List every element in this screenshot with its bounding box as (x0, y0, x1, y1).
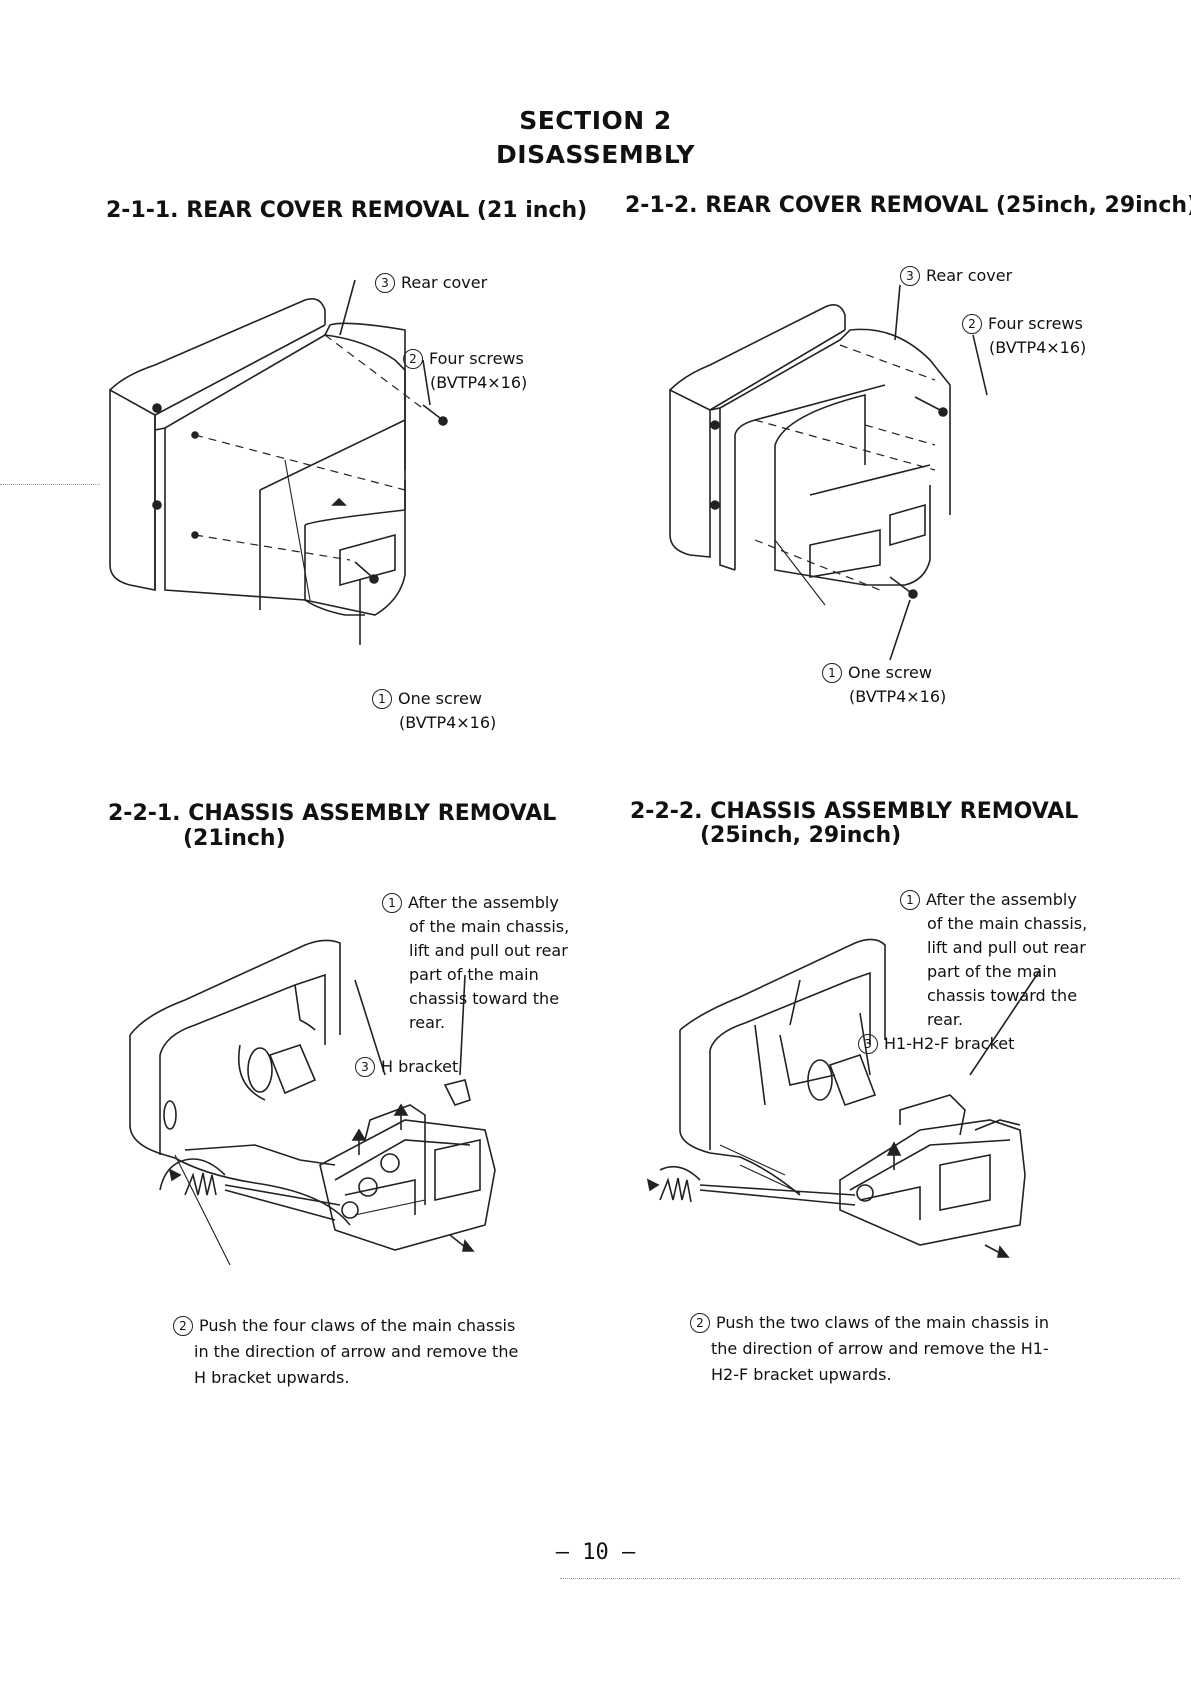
section-number: SECTION 2 (519, 106, 672, 135)
heading-chassis-21-size: (21inch) (183, 826, 286, 851)
heading-chassis-25-29: 2-2-2. CHASSIS ASSEMBLY REMOVAL (630, 799, 1079, 824)
rear-cover-21-diagram (109, 279, 448, 645)
chassis-21-diagram (129, 939, 496, 1266)
heading-chassis-21: 2-2-1. CHASSIS ASSEMBLY REMOVAL (108, 801, 557, 826)
scan-artifact (0, 484, 100, 486)
heading-rear-cover-21: 2-1-1. REAR COVER REMOVAL (21 inch) (106, 198, 588, 223)
rear-cover-25-29-diagram (669, 284, 988, 661)
chassis-25-29-diagram (646, 938, 1041, 1258)
page-number: — 10 — (555, 1540, 636, 1565)
heading-rear-cover-25-29: 2-1-2. REAR COVER REMOVAL (25inch, 29inc… (625, 193, 1191, 218)
scan-artifact (560, 1578, 1180, 1580)
section-title: DISASSEMBLY (496, 140, 695, 169)
heading-chassis-25-29-size: (25inch, 29inch) (700, 823, 902, 848)
